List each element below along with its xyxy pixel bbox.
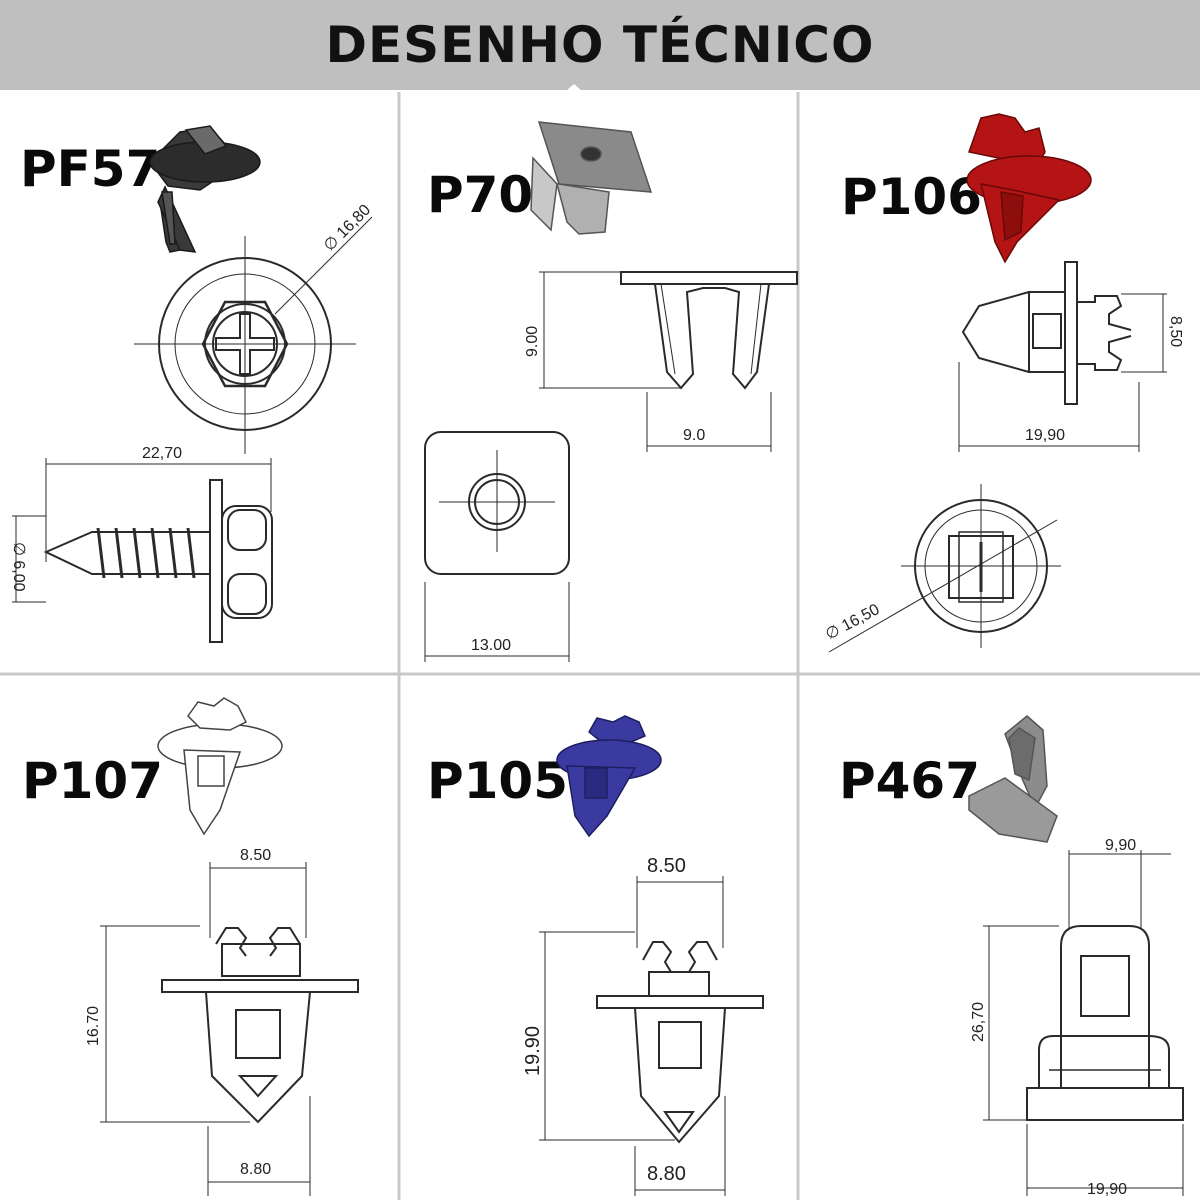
part-cell-p105: P105 8.50 19.90 8.80 bbox=[399, 676, 798, 1200]
dim-label: 16.70 bbox=[85, 1006, 102, 1046]
dim-label: 19,90 bbox=[1025, 427, 1065, 444]
part-cell-p467: P467 9,90 26,70 19,90 bbox=[799, 676, 1200, 1200]
dim-label: 9.00 bbox=[524, 326, 541, 357]
pf57-top-view bbox=[134, 216, 373, 454]
p467-side-view bbox=[983, 850, 1184, 1196]
p70-top-view bbox=[424, 431, 570, 662]
dim-label: 22,70 bbox=[142, 445, 182, 462]
p107-part-render bbox=[157, 697, 283, 836]
dim-label: ∅ 16,50 bbox=[823, 601, 883, 643]
part-cell-pf57: PF57 ∅ 16,80 bbox=[0, 92, 398, 674]
p70-side-view bbox=[539, 271, 798, 452]
part-cell-p70: P70 9.00 9.0 bbox=[399, 92, 798, 674]
p107-side-view bbox=[100, 862, 359, 1196]
part-code-label: P107 bbox=[22, 752, 164, 810]
p106-side-view bbox=[958, 261, 1167, 452]
dim-label: 8.80 bbox=[240, 1161, 271, 1178]
header-banner: DESENHO TÉCNICO bbox=[0, 0, 1200, 91]
banner-notch bbox=[566, 84, 582, 91]
dim-label: 8.80 bbox=[647, 1163, 686, 1185]
p106-front-view bbox=[828, 484, 1061, 653]
p467-part-render bbox=[968, 715, 1058, 843]
part-cell-p107: P107 8.50 16.70 8.80 bbox=[0, 676, 398, 1200]
p467-drawing: 9,90 26,70 19,90 bbox=[968, 715, 1184, 1198]
dim-label: 8,50 bbox=[1167, 316, 1184, 347]
part-code-label: P70 bbox=[427, 166, 534, 224]
dim-label: ∅ 16,80 bbox=[321, 201, 374, 254]
dim-label: 26,70 bbox=[970, 1002, 987, 1042]
dim-label: 13.00 bbox=[471, 637, 511, 654]
p106-part-render bbox=[966, 113, 1092, 264]
p105-part-render bbox=[556, 715, 662, 838]
dim-label: 8.50 bbox=[240, 847, 271, 864]
dim-label: 8.50 bbox=[647, 855, 686, 877]
dim-label: 19.90 bbox=[522, 1026, 544, 1076]
pf57-side-view bbox=[12, 458, 273, 643]
part-code-label: P467 bbox=[839, 752, 981, 810]
page-title: DESENHO TÉCNICO bbox=[325, 16, 875, 74]
dim-label: 9.0 bbox=[683, 427, 705, 444]
part-code-label: P105 bbox=[427, 752, 569, 810]
p106-drawing: 8,50 19,90 ∅ 16,50 bbox=[823, 113, 1184, 653]
dim-label: ∅ 6,00 bbox=[10, 542, 27, 592]
p70-part-render bbox=[530, 121, 653, 235]
p105-side-view bbox=[539, 876, 764, 1196]
p107-drawing: 8.50 16.70 8.80 bbox=[85, 697, 359, 1196]
part-code-label: PF57 bbox=[20, 140, 161, 198]
dim-label: 9,90 bbox=[1105, 837, 1136, 854]
pf57-screw-render bbox=[149, 125, 261, 253]
part-cell-p106: P106 8,50 19,90 bbox=[799, 92, 1200, 674]
p70-drawing: 9.00 9.0 13.00 bbox=[424, 121, 798, 662]
p105-drawing: 8.50 19.90 8.80 bbox=[522, 715, 764, 1196]
pf57-drawing: ∅ 16,80 22,70 ∅ 6,00 bbox=[10, 125, 374, 643]
dim-label: 19,90 bbox=[1087, 1181, 1127, 1198]
part-code-label: P106 bbox=[841, 168, 983, 226]
